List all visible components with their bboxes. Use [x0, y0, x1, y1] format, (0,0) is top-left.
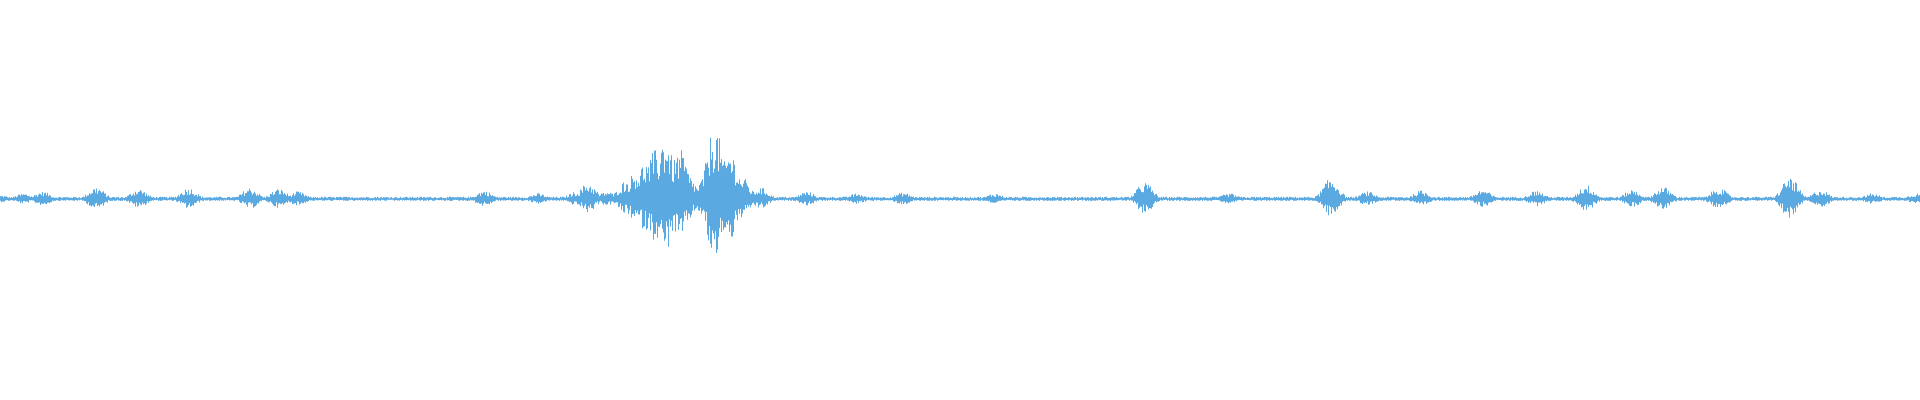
waveform-samples [0, 137, 1920, 253]
waveform-path [0, 137, 1920, 253]
